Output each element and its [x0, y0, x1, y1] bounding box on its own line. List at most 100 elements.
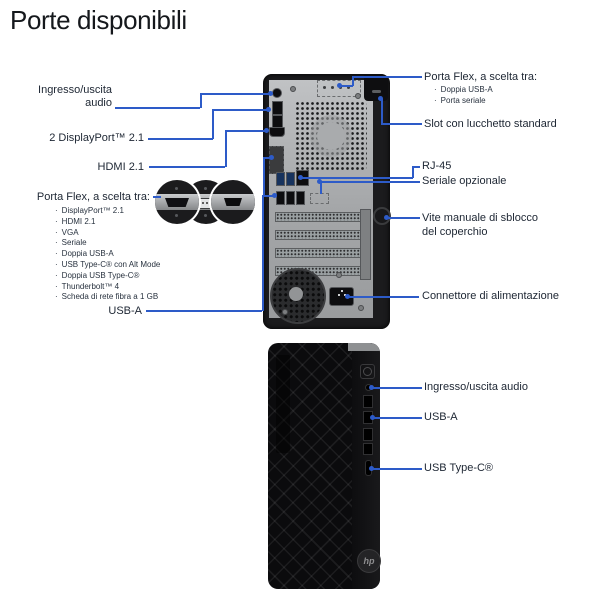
connector-band: [211, 194, 255, 210]
power-button-bezel: [360, 364, 375, 379]
label-hdmi: HDMI 2.1: [97, 161, 144, 173]
leader-line: [263, 157, 271, 159]
rear-audio-jack-port: [272, 88, 282, 98]
psu-fan-hub: [289, 287, 303, 301]
label-power: Connettore di alimentazione: [422, 290, 559, 302]
flex-bay-rear-port: [269, 146, 284, 174]
leader-line: [320, 181, 322, 194]
leader-line: [262, 195, 274, 197]
rear-usb-a-port: [276, 172, 285, 186]
callout-dot: [378, 96, 383, 101]
label-thumbscrew: Vite manuale di sblocco del coperchio: [422, 212, 538, 238]
serial-connector-pins: [202, 202, 204, 204]
vga-connector-icon: [165, 198, 189, 207]
flex-rear-options-list: DisplayPort™ 2.1 HDMI 2.1 VGA Seriale Do…: [55, 206, 215, 303]
leader-line: [372, 468, 422, 470]
leader-line: [262, 195, 264, 311]
flex-bay-top-pins: [323, 86, 326, 89]
screw: [336, 272, 342, 278]
flex-option: Doppia USB-A: [434, 85, 554, 96]
callout-dot: [269, 155, 274, 160]
leader-line: [348, 296, 419, 298]
hdmi-port: [269, 127, 285, 137]
callout-dot: [370, 415, 375, 420]
label-flex-rear-title: Porta Flex, a scelta tra:: [36, 191, 150, 203]
leader-line: [200, 93, 202, 108]
leader-line: [352, 76, 354, 86]
serial-port-placeholder: [310, 193, 329, 204]
callout-dot: [266, 107, 271, 112]
thumbscrew: [373, 207, 391, 225]
flex-option: Porta seriale: [434, 96, 554, 107]
leader-line: [149, 166, 225, 168]
flex-option: Scheda di rete fibra a 1 GB: [55, 292, 215, 303]
expansion-slot-cover: [275, 248, 363, 258]
callout-dot: [298, 175, 303, 180]
flex-option: DisplayPort™ 2.1: [55, 206, 215, 217]
leader-line: [225, 130, 266, 132]
flex-option: Doppia USB-A: [55, 249, 215, 260]
screw: [358, 305, 364, 311]
callout-dot: [369, 385, 374, 390]
flex-option: Seriale: [55, 238, 215, 249]
flex-right-options-list: Doppia USB-A Porta seriale: [434, 85, 554, 107]
leader-line: [372, 387, 422, 389]
power-button: [363, 367, 372, 376]
leader-line: [115, 107, 200, 109]
leader-line: [340, 85, 353, 87]
screw: [290, 86, 296, 92]
leader-line: [212, 109, 268, 111]
page-title: Porte disponibili: [10, 5, 187, 35]
label-lock-slot: Slot con lucchetto standard: [424, 118, 557, 130]
label-serial: Seriale opzionale: [422, 175, 507, 187]
leader-line: [263, 157, 265, 197]
leader-line: [153, 196, 161, 198]
displayport-port-1: [272, 101, 283, 115]
leader-line: [148, 138, 213, 140]
label-rear-usb-a: USB-A: [108, 305, 142, 317]
leader-line: [387, 217, 420, 219]
leader-line: [381, 99, 383, 124]
leader-line: [352, 76, 422, 78]
screw: [282, 309, 288, 315]
rear-usb-a-port: [276, 191, 285, 205]
hp-logo: hp: [357, 549, 381, 573]
leader-line: [322, 181, 420, 183]
leader-line: [225, 130, 227, 167]
padlock-slot-opening: [372, 90, 381, 93]
label-front-usb-a: USB-A: [424, 411, 458, 423]
connector-screw: [175, 187, 178, 190]
hdmi-connector-icon: [224, 198, 242, 206]
connector-screw: [204, 187, 207, 190]
leader-line: [200, 93, 270, 95]
callout-dot: [337, 83, 342, 88]
optical-drive-bay: [276, 355, 290, 453]
callout-dot: [345, 294, 350, 299]
rear-usb-a-port: [286, 191, 295, 205]
flex-option: Thunderbolt™ 4: [55, 282, 215, 293]
power-inlet-pins: [338, 294, 340, 296]
callout-dot: [317, 179, 322, 184]
leader-line: [412, 166, 420, 168]
flex-option: VGA: [55, 228, 215, 239]
rear-usb-a-port: [286, 172, 295, 186]
flex-option: Doppia USB Type-C®: [55, 271, 215, 282]
expansion-slot-cover: [275, 230, 363, 240]
flex-option: HDMI 2.1: [55, 217, 215, 228]
front-top-cap: [348, 343, 380, 351]
callout-dot: [268, 91, 273, 96]
hdmi-connector-circle: [211, 180, 255, 224]
label-displayport: 2 DisplayPort™ 2.1: [49, 132, 144, 144]
hp-logo-text: hp: [363, 556, 375, 566]
callout-dot: [384, 215, 389, 220]
chassis-fan-hub: [317, 122, 345, 150]
leader-line: [212, 109, 214, 139]
callout-dot: [272, 193, 277, 198]
label-rj45: RJ-45: [422, 160, 452, 172]
expansion-slot-cover: [275, 212, 363, 222]
label-front-usb-c: USB Type-C®: [424, 462, 494, 474]
front-usb-a-port: [363, 395, 373, 408]
label-flex-right-title: Porta Flex, a scelta tra:: [424, 71, 538, 83]
flex-option: USB Type-C® con Alt Mode: [55, 260, 215, 271]
